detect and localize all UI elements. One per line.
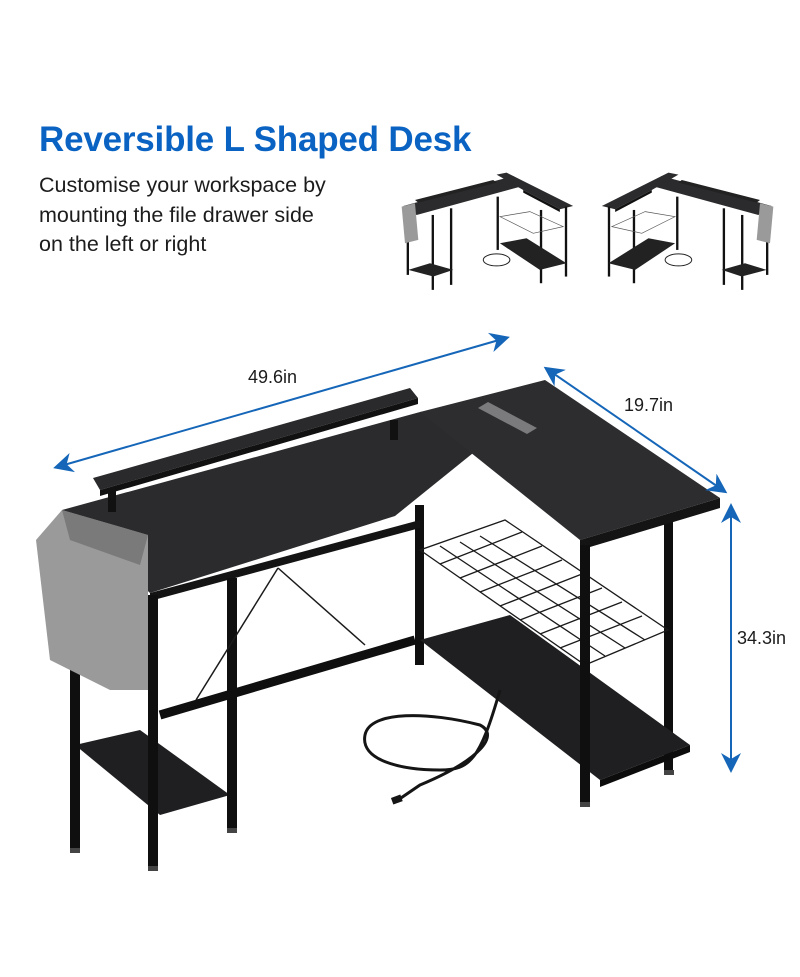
page-title: Reversible L Shaped Desk (39, 120, 472, 159)
width-arrow (53, 332, 510, 473)
subtitle: Customise your workspace by mounting the… (39, 171, 379, 260)
subtitle-line-2: mounting the file drawer side (39, 202, 314, 227)
subtitle-line-1: Customise your workspace by (39, 173, 326, 197)
width-label: 49.6in (248, 367, 298, 387)
height-label: 34.3in (737, 628, 787, 648)
depth-arrow (543, 366, 728, 494)
depth-label: 19.7in (624, 395, 674, 415)
subtitle-line-3: on the left or right (39, 232, 207, 256)
